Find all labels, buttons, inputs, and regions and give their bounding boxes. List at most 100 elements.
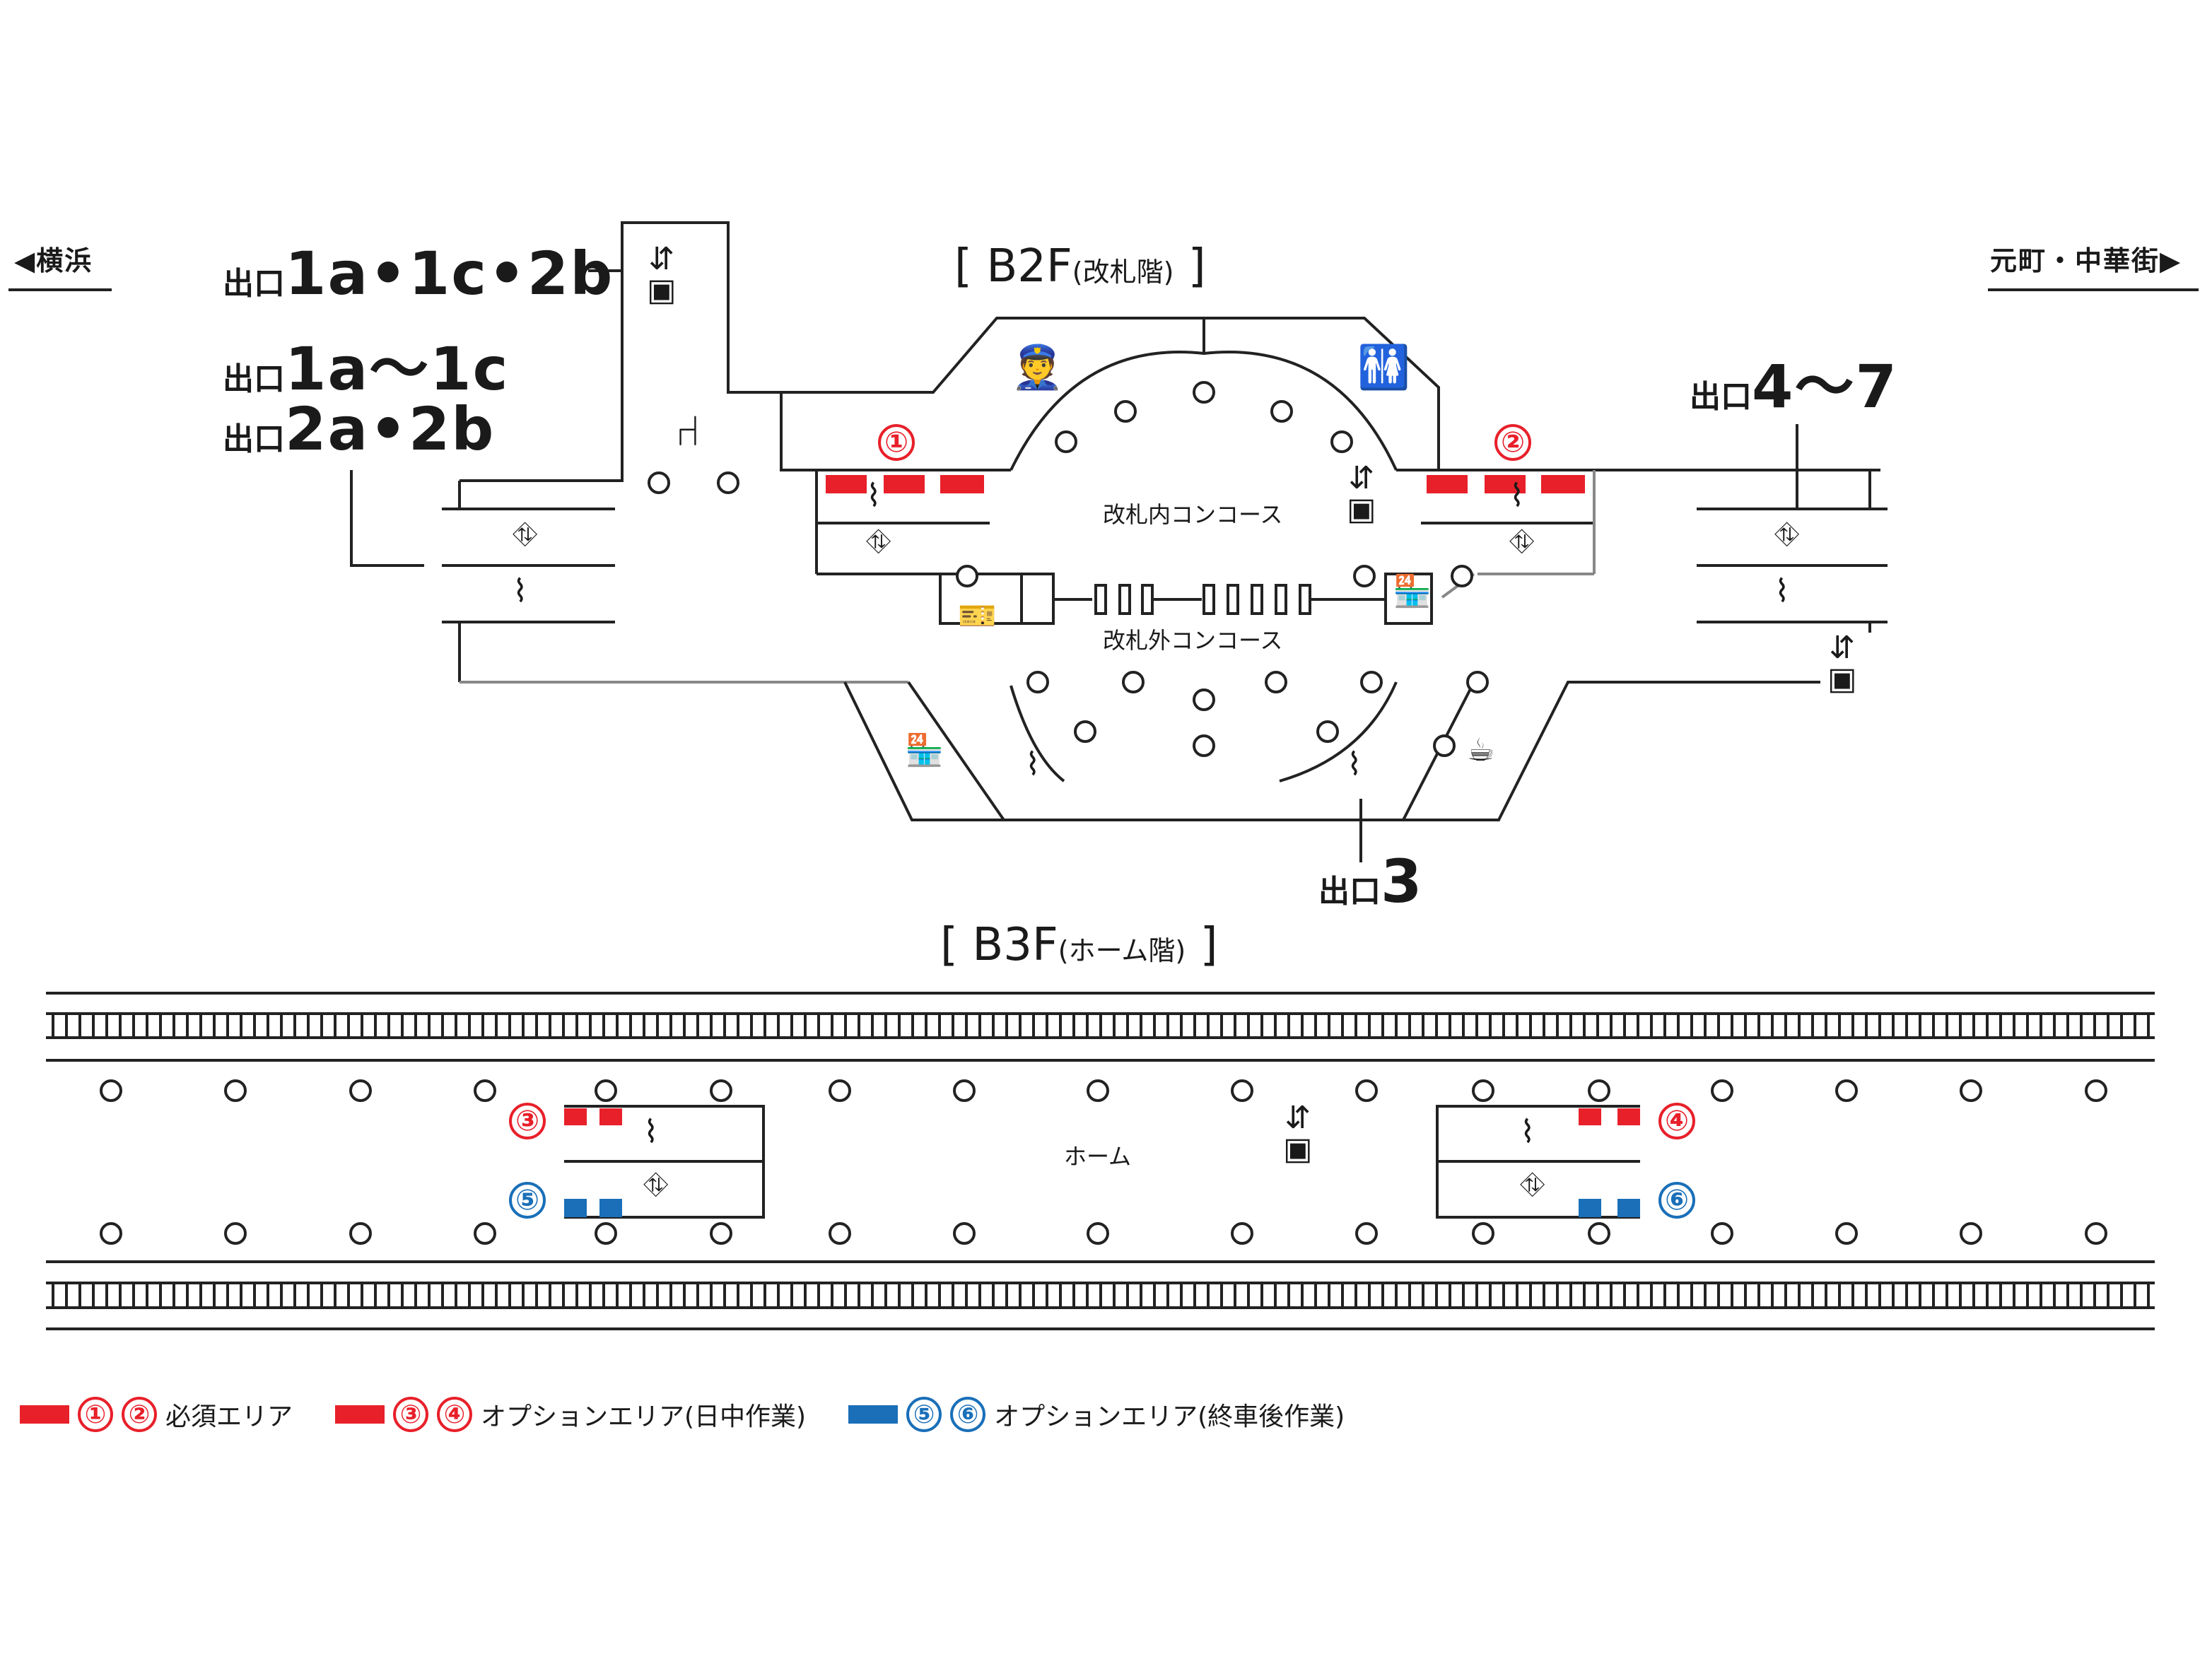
- direction-underline: [1988, 288, 2199, 291]
- stairs-icon: ⌇: [1520, 1114, 1535, 1150]
- platform-pillars: [100, 1079, 2107, 1245]
- legend-label-after-hours: オプションエリア(終車後作業): [994, 1402, 1345, 1431]
- legend-swatch-required: [20, 1405, 69, 1424]
- marker-5: ⑤: [509, 1182, 546, 1219]
- legend-label-required: 必須エリア: [165, 1402, 293, 1431]
- track-ties-lower: [52, 1283, 2150, 1308]
- daytime-area-4: [1579, 1108, 1601, 1125]
- area-outside-gate-concourse: 改札外コンコース: [1103, 627, 1283, 654]
- marker-6: ⑥: [1658, 1182, 1695, 1219]
- stairs-icon: ⌇: [1774, 573, 1790, 609]
- floor-title-b3f: [ B3F(ホーム階) ]: [940, 919, 1218, 971]
- elevator-icon: ⇵▣: [1283, 1100, 1313, 1167]
- marker-1: ①: [878, 424, 915, 461]
- platform-pillar: [100, 1222, 122, 1245]
- marker-4: ④: [1658, 1103, 1695, 1139]
- legend-swatch-daytime: [335, 1405, 385, 1424]
- track-ties-upper: [52, 1014, 2150, 1038]
- platform-pillar: [1588, 1222, 1610, 1245]
- platform-pillar: [474, 1222, 496, 1245]
- platform-pillar: [1835, 1222, 1858, 1245]
- platform-pillar: [2085, 1079, 2107, 1102]
- exit-label-2a-2b: 出口2a•2b: [223, 394, 496, 464]
- b2f-structure: [350, 221, 1888, 862]
- platform-pillar: [1087, 1079, 1109, 1102]
- b2f-pillars: [648, 381, 1489, 757]
- daytime-area-3: [564, 1108, 587, 1125]
- stairs-icon: ⌇: [866, 478, 882, 514]
- elevator-icon: ⇵▣: [647, 241, 677, 308]
- platform-pillar: [474, 1079, 496, 1102]
- after-hours-area-6: [1617, 1199, 1640, 1217]
- escalator-icon: ⛗: [1774, 517, 1800, 553]
- stairs-icon: ⌇: [1347, 746, 1362, 782]
- legend: ① ② 必須エリア ③ ④ オプションエリア(日中作業) ⑤ ⑥ オプションエリ…: [20, 1396, 1345, 1433]
- required-area-1: [826, 475, 867, 493]
- direction-motomachi-chukagai: 元町・中華街▶: [1990, 245, 2182, 276]
- platform-pillar: [349, 1079, 372, 1102]
- platform-pillar: [2085, 1222, 2107, 1245]
- ticket-machine-icon: 🎫: [958, 598, 997, 634]
- exit-label-3: 出口3: [1318, 847, 1424, 916]
- platform-pillar: [1231, 1222, 1253, 1245]
- escalator-icon: ⛗: [1509, 524, 1535, 560]
- shop-icon: 🏪: [1393, 573, 1432, 609]
- required-area-2: [1427, 475, 1468, 493]
- direction-yokohama: ◀横浜: [14, 245, 93, 276]
- platform-pillar: [1960, 1079, 1982, 1102]
- after-hours-area-5: [599, 1199, 622, 1217]
- platform-pillar: [224, 1222, 247, 1245]
- required-area-markers: [826, 475, 1585, 493]
- required-area-1: [884, 475, 925, 493]
- legend-marker-3: ③: [393, 1397, 429, 1432]
- floor-title-b2f: [ B2F(改札階) ]: [954, 240, 1206, 293]
- marker-3: ③: [509, 1103, 546, 1139]
- direction-underline: [8, 288, 112, 291]
- platform-pillar: [1711, 1079, 1733, 1102]
- optional-area-markers: [564, 1108, 1640, 1217]
- platform-pillar: [1231, 1079, 1253, 1102]
- platform-pillar: [595, 1222, 617, 1245]
- daytime-area-4: [1617, 1108, 1640, 1125]
- platform-pillar: [100, 1079, 122, 1102]
- escalator-icon: ⛗: [866, 524, 891, 560]
- escalator-icon: ⛗: [513, 517, 538, 553]
- legend-marker-5: ⑤: [906, 1397, 942, 1432]
- stairs-icon: ⌇: [513, 573, 528, 609]
- legend-marker-6: ⑥: [950, 1397, 986, 1432]
- stairs-icon: ⌇: [1509, 478, 1525, 514]
- platform-pillar: [349, 1222, 372, 1245]
- b3f-structure: [46, 992, 2155, 1330]
- stairs-icon: ⌇: [1025, 746, 1041, 782]
- waiting-bench-icon: ⑁: [675, 406, 701, 456]
- platform-pillar: [829, 1222, 851, 1245]
- restroom-icon: 🚻: [1357, 343, 1410, 392]
- exit-label-4-7: 出口4〜7: [1690, 352, 1898, 421]
- exit-label-1a-1c-2b: 出口1a•1c•2b: [223, 239, 614, 308]
- platform-pillar: [1087, 1222, 1109, 1245]
- legend-marker-2: ②: [122, 1397, 157, 1432]
- platform-pillar: [595, 1079, 617, 1102]
- platform-pillar: [829, 1079, 851, 1102]
- platform-pillar: [1355, 1079, 1378, 1102]
- legend-marker-1: ①: [78, 1397, 113, 1432]
- platform-pillar: [1835, 1079, 1858, 1102]
- required-area-1: [940, 475, 984, 493]
- after-hours-area-6: [1579, 1199, 1601, 1217]
- cafe-icon: ☕: [1467, 732, 1495, 768]
- platform-pillar: [710, 1222, 732, 1245]
- elevator-icon: ⇵▣: [1347, 460, 1376, 527]
- stairs-icon: ⌇: [643, 1114, 659, 1150]
- platform-pillar: [1588, 1079, 1610, 1102]
- escalator-icon: ⛗: [643, 1167, 669, 1203]
- required-area-2: [1485, 475, 1526, 493]
- platform-pillar: [953, 1222, 976, 1245]
- platform-pillar: [1355, 1222, 1378, 1245]
- platform-pillar: [710, 1079, 732, 1102]
- marker-2: ②: [1494, 424, 1531, 461]
- required-area-2: [1541, 475, 1585, 493]
- platform-pillar: [953, 1079, 976, 1102]
- exit-label-1a-1c: 出口1a〜1c: [223, 334, 510, 404]
- daytime-area-3: [599, 1108, 622, 1125]
